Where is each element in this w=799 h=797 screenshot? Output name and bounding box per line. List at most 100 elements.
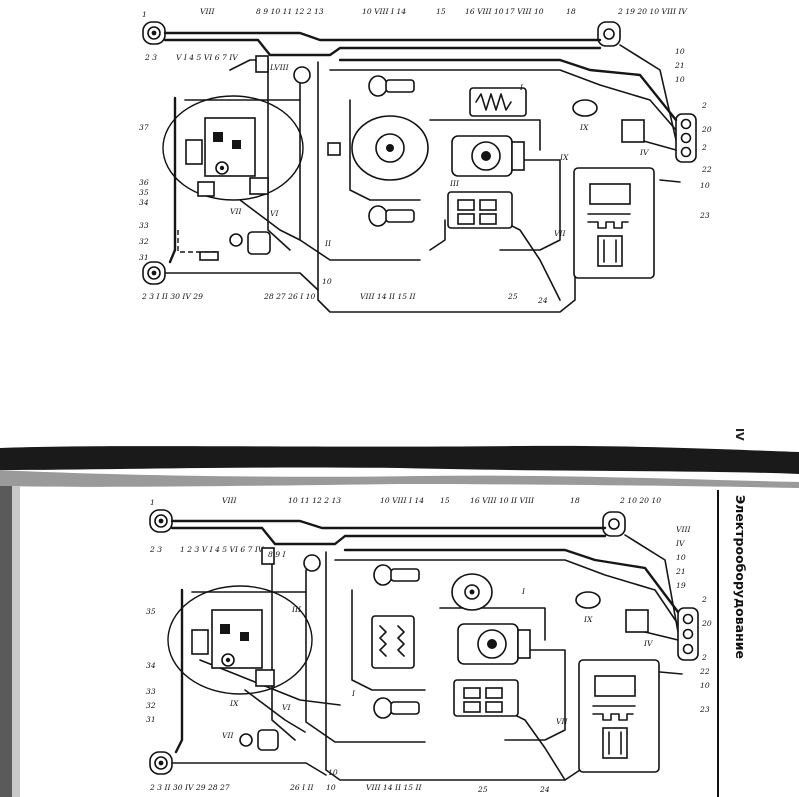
label: 1 <box>142 10 147 19</box>
relay-box-21 <box>625 609 649 633</box>
lamp-12 <box>293 66 311 84</box>
label: I <box>519 83 524 92</box>
label: VI <box>270 209 279 218</box>
label: 2 3 I II 30 IV 29 <box>141 292 203 301</box>
label: 2 <box>701 143 707 152</box>
label: 24 <box>539 785 550 794</box>
label: 15 <box>440 496 450 505</box>
starter-relay <box>199 231 271 261</box>
voltage-regulator <box>573 167 655 279</box>
rear-lamp-cluster-right <box>675 113 697 163</box>
distributor <box>327 115 429 181</box>
label: VII <box>222 731 234 740</box>
label: 32 <box>146 701 156 710</box>
label: VIII <box>200 7 215 16</box>
label: 8 9 I <box>268 550 286 559</box>
label: 25 <box>507 292 518 301</box>
label: 10 <box>326 783 336 792</box>
fuse-8 <box>255 55 269 73</box>
label: IV <box>675 539 686 548</box>
generator <box>457 623 531 665</box>
label: 17 VIII 10 <box>505 7 544 16</box>
label: V I 4 5 VI 6 7 IV <box>176 53 239 62</box>
label: 16 VIII 10 <box>465 7 504 16</box>
label: 2 <box>701 653 707 662</box>
label: 16 VIII 10 II VIII <box>470 496 535 505</box>
label: IX <box>559 153 569 162</box>
label: 22 <box>701 165 712 174</box>
label: 22 <box>699 667 710 676</box>
label: 33 <box>139 221 149 230</box>
label: I <box>351 689 356 698</box>
label: 2 10 20 10 <box>619 496 661 505</box>
label: 18 <box>570 496 580 505</box>
lamp-18 <box>575 591 601 609</box>
ignition-coil <box>371 615 415 669</box>
section-number: IV <box>733 428 746 441</box>
wiring-diagram-bottom: 1 2 3 VIII 10 11 12 2 13 8 9 I 10 VIII I… <box>146 496 712 794</box>
label: 2 3 <box>144 53 157 62</box>
label: VIII 14 II 15 II <box>360 292 416 301</box>
label: I <box>521 587 526 596</box>
label: 15 <box>436 7 446 16</box>
label: 19 <box>676 581 686 590</box>
headlamp-bottom-left <box>149 751 173 775</box>
spark-plug-top <box>368 75 415 97</box>
label: 21 <box>675 567 686 576</box>
label: 2 <box>701 101 707 110</box>
ignition-coil <box>469 87 527 117</box>
label: IX <box>583 615 593 624</box>
headlamp-top-left <box>142 21 166 45</box>
label: VII <box>230 207 242 216</box>
lamp-12 <box>303 554 321 572</box>
battery <box>447 191 513 229</box>
label: 2 19 20 10 VIII IV <box>617 7 688 16</box>
label: 18 <box>566 7 576 16</box>
spark-plug-top <box>373 564 420 586</box>
label: IX <box>229 699 239 708</box>
label: 21 <box>674 61 685 70</box>
rear-lamp-cluster-right <box>677 607 699 661</box>
label: VIII <box>676 525 691 534</box>
label: VIII <box>222 496 237 505</box>
label: 23 <box>699 211 710 220</box>
headlamp-bottom-left <box>142 261 166 285</box>
page-edge <box>0 445 799 797</box>
spark-plug-bottom <box>368 205 415 227</box>
headlamp-top-left <box>149 509 173 533</box>
label: 31 <box>139 253 149 262</box>
battery <box>453 679 519 717</box>
label: 10 <box>328 768 338 777</box>
label: 34 <box>146 661 156 670</box>
label: IX <box>579 123 589 132</box>
relay-box-21 <box>621 119 645 143</box>
rear-lamp-top-right <box>602 511 626 537</box>
label: 2 3 <box>149 545 162 554</box>
label: 2 3 II 30 IV 29 28 27 <box>149 783 230 792</box>
label: 23 <box>699 705 710 714</box>
label: 32 <box>139 237 149 246</box>
label: 28 27 26 I 10 <box>263 292 315 301</box>
label: 10 <box>676 553 686 562</box>
label: VI <box>282 703 291 712</box>
label: 10 VIII I 14 <box>380 496 424 505</box>
instrument-panel <box>167 585 313 695</box>
label: VII <box>554 229 566 238</box>
label: 24 <box>537 296 548 305</box>
spark-plug-bottom <box>373 697 420 719</box>
label: IV <box>643 639 654 648</box>
label: 10 <box>700 681 710 690</box>
rear-lamp-top-right <box>597 21 621 47</box>
label: 25 <box>477 785 488 794</box>
label: VII <box>556 717 568 726</box>
label: VIII 14 II 15 II <box>366 783 422 792</box>
label: LVIII <box>269 63 290 72</box>
label: III <box>449 179 460 188</box>
label: 35 <box>139 188 149 197</box>
label: III <box>291 605 302 614</box>
wiring-diagram-top: 1 2 3 VIII 8 9 10 11 12 2 13 10 VIII I 1… <box>139 7 712 313</box>
label: 2 <box>701 595 707 604</box>
label: 8 9 10 11 12 2 13 <box>256 7 324 16</box>
label: 34 <box>139 198 149 207</box>
